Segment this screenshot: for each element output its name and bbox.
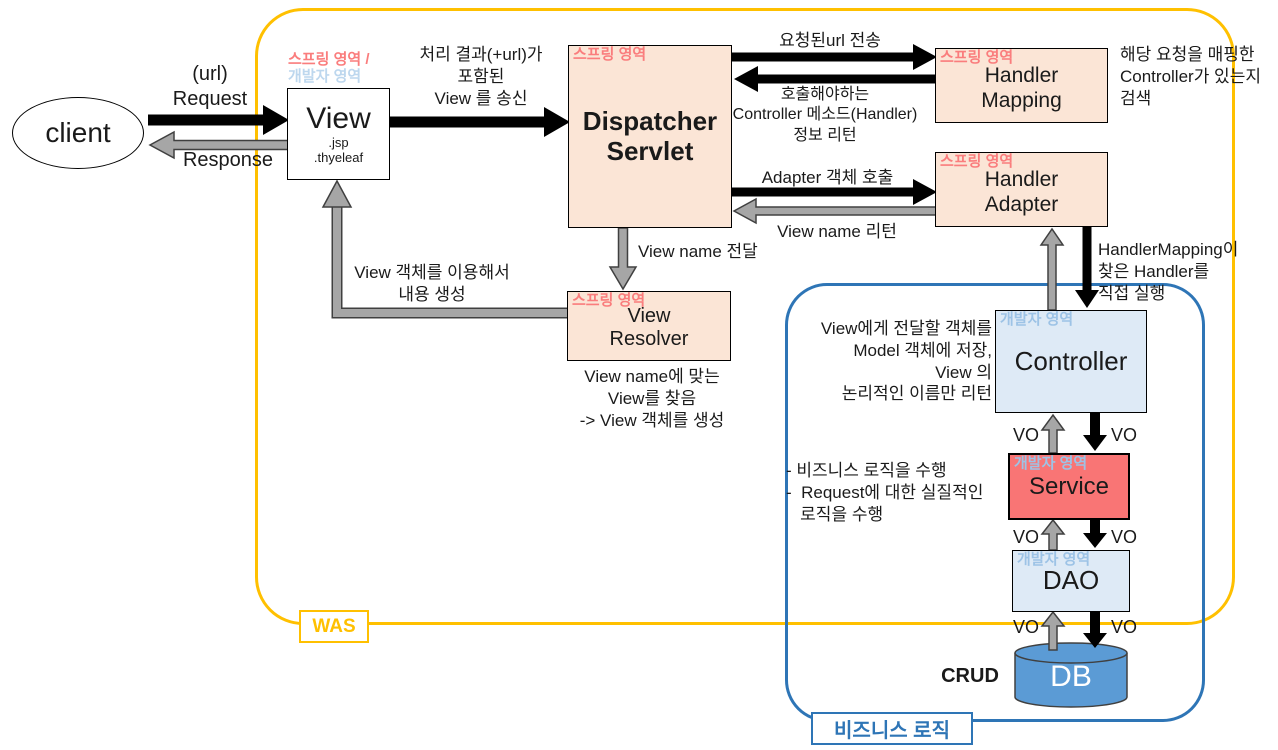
resolver-desc: View name에 맞는 View를 찾음 -> View 객체를 생성	[579, 367, 725, 430]
vo-label-service-dao-right: VO	[1110, 527, 1137, 547]
service-desc: - 비즈니스 로직을 수행 - Request에 대한 실질적인 로직을 수행	[786, 461, 984, 524]
dao-node: 개발자 영역 DAO	[1012, 550, 1130, 612]
vo-label-dao-db-right: VO	[1110, 617, 1137, 637]
view-object-use-label: View 객체를 이용해서 내용 생성	[354, 263, 510, 304]
dao-title: DAO	[1042, 565, 1100, 596]
view-node: View .jsp .thyeleaf	[287, 88, 390, 180]
response-label: Response	[182, 149, 274, 171]
handler-adapter-tag: 스프링 영역	[940, 153, 1014, 170]
dao-tag: 개발자 영역	[1017, 551, 1091, 568]
view-resolver-tag: 스프링 영역	[572, 292, 646, 309]
controller-desc: View에게 전달할 객체를 Model 객체에 저장, View 의 논리적인…	[820, 319, 992, 404]
service-title: Service	[1028, 472, 1110, 500]
handler-adapter-title: Handler Adapter	[984, 168, 1059, 216]
controller-node: 개발자 영역 Controller	[995, 310, 1147, 413]
requested-url-label: 요청된url 전송	[779, 31, 881, 50]
view-resolver-title: View Resolver	[609, 305, 689, 350]
handler-mapping-node: 스프링 영역 Handler Mapping	[935, 48, 1108, 123]
adapter-desc: HandlerMapping이 찾은 Handler를 직접 실행	[1098, 240, 1239, 303]
dispatcher-servlet-node: 스프링 영역 Dispatcher Servlet	[568, 45, 732, 228]
vo-label-service-dao-left: VO	[1012, 527, 1039, 547]
controller-tag: 개발자 영역	[1000, 311, 1074, 328]
process-result-label: 처리 결과(+url)가 포함된 View 를 송신	[419, 45, 543, 108]
business-logic-region-label: 비즈니스 로직	[811, 712, 973, 745]
was-region-outline	[255, 8, 1235, 625]
client-node: client	[12, 97, 144, 169]
dispatcher-title: Dispatcher Servlet	[582, 105, 718, 166]
view-tag: 스프링 영역 / 개발자 영역	[288, 51, 370, 86]
mapping-desc: 해당 요청을 매핑한 Controller가 있는지 검색	[1120, 45, 1261, 108]
view-tag-spring: 스프링 영역 /	[288, 51, 370, 68]
db-label: DB	[1050, 660, 1092, 693]
vo-label-controller-service-right: VO	[1110, 425, 1137, 445]
handler-info-return-label: 호출해야하는 Controller 메소드(Handler) 정보 리턴	[732, 86, 918, 144]
url-label: (url)	[192, 63, 228, 85]
vo-label-controller-service-left: VO	[1012, 425, 1039, 445]
business-logic-region-outline	[785, 283, 1205, 722]
service-tag: 개발자 영역	[1014, 455, 1088, 472]
view-sub-jsp: .jsp	[328, 135, 349, 151]
adapter-call-label: Adapter 객체 호출	[761, 168, 894, 187]
client-label: client	[45, 116, 111, 148]
handler-mapping-tag: 스프링 영역	[940, 49, 1014, 66]
dispatcher-tag: 스프링 영역	[573, 46, 647, 63]
view-name-return-label: View name 리턴	[777, 222, 897, 241]
view-title: View	[306, 101, 371, 135]
view-name-deliver-label: View name 전달	[638, 242, 758, 261]
view-tag-dev: 개발자 영역	[288, 67, 362, 85]
handler-adapter-node: 스프링 영역 Handler Adapter	[935, 152, 1108, 227]
view-resolver-node: 스프링 영역 View Resolver	[567, 291, 731, 361]
handler-mapping-title: Handler Mapping	[981, 64, 1062, 112]
view-sub-thyeleaf: .thyeleaf	[313, 150, 364, 166]
controller-title: Controller	[1014, 345, 1128, 376]
vo-label-dao-db-left: VO	[1012, 617, 1039, 637]
was-region-label: WAS	[299, 610, 369, 643]
crud-label: CRUD	[941, 665, 999, 687]
service-node: 개발자 영역 Service	[1008, 453, 1130, 520]
request-label: Request	[172, 88, 248, 110]
